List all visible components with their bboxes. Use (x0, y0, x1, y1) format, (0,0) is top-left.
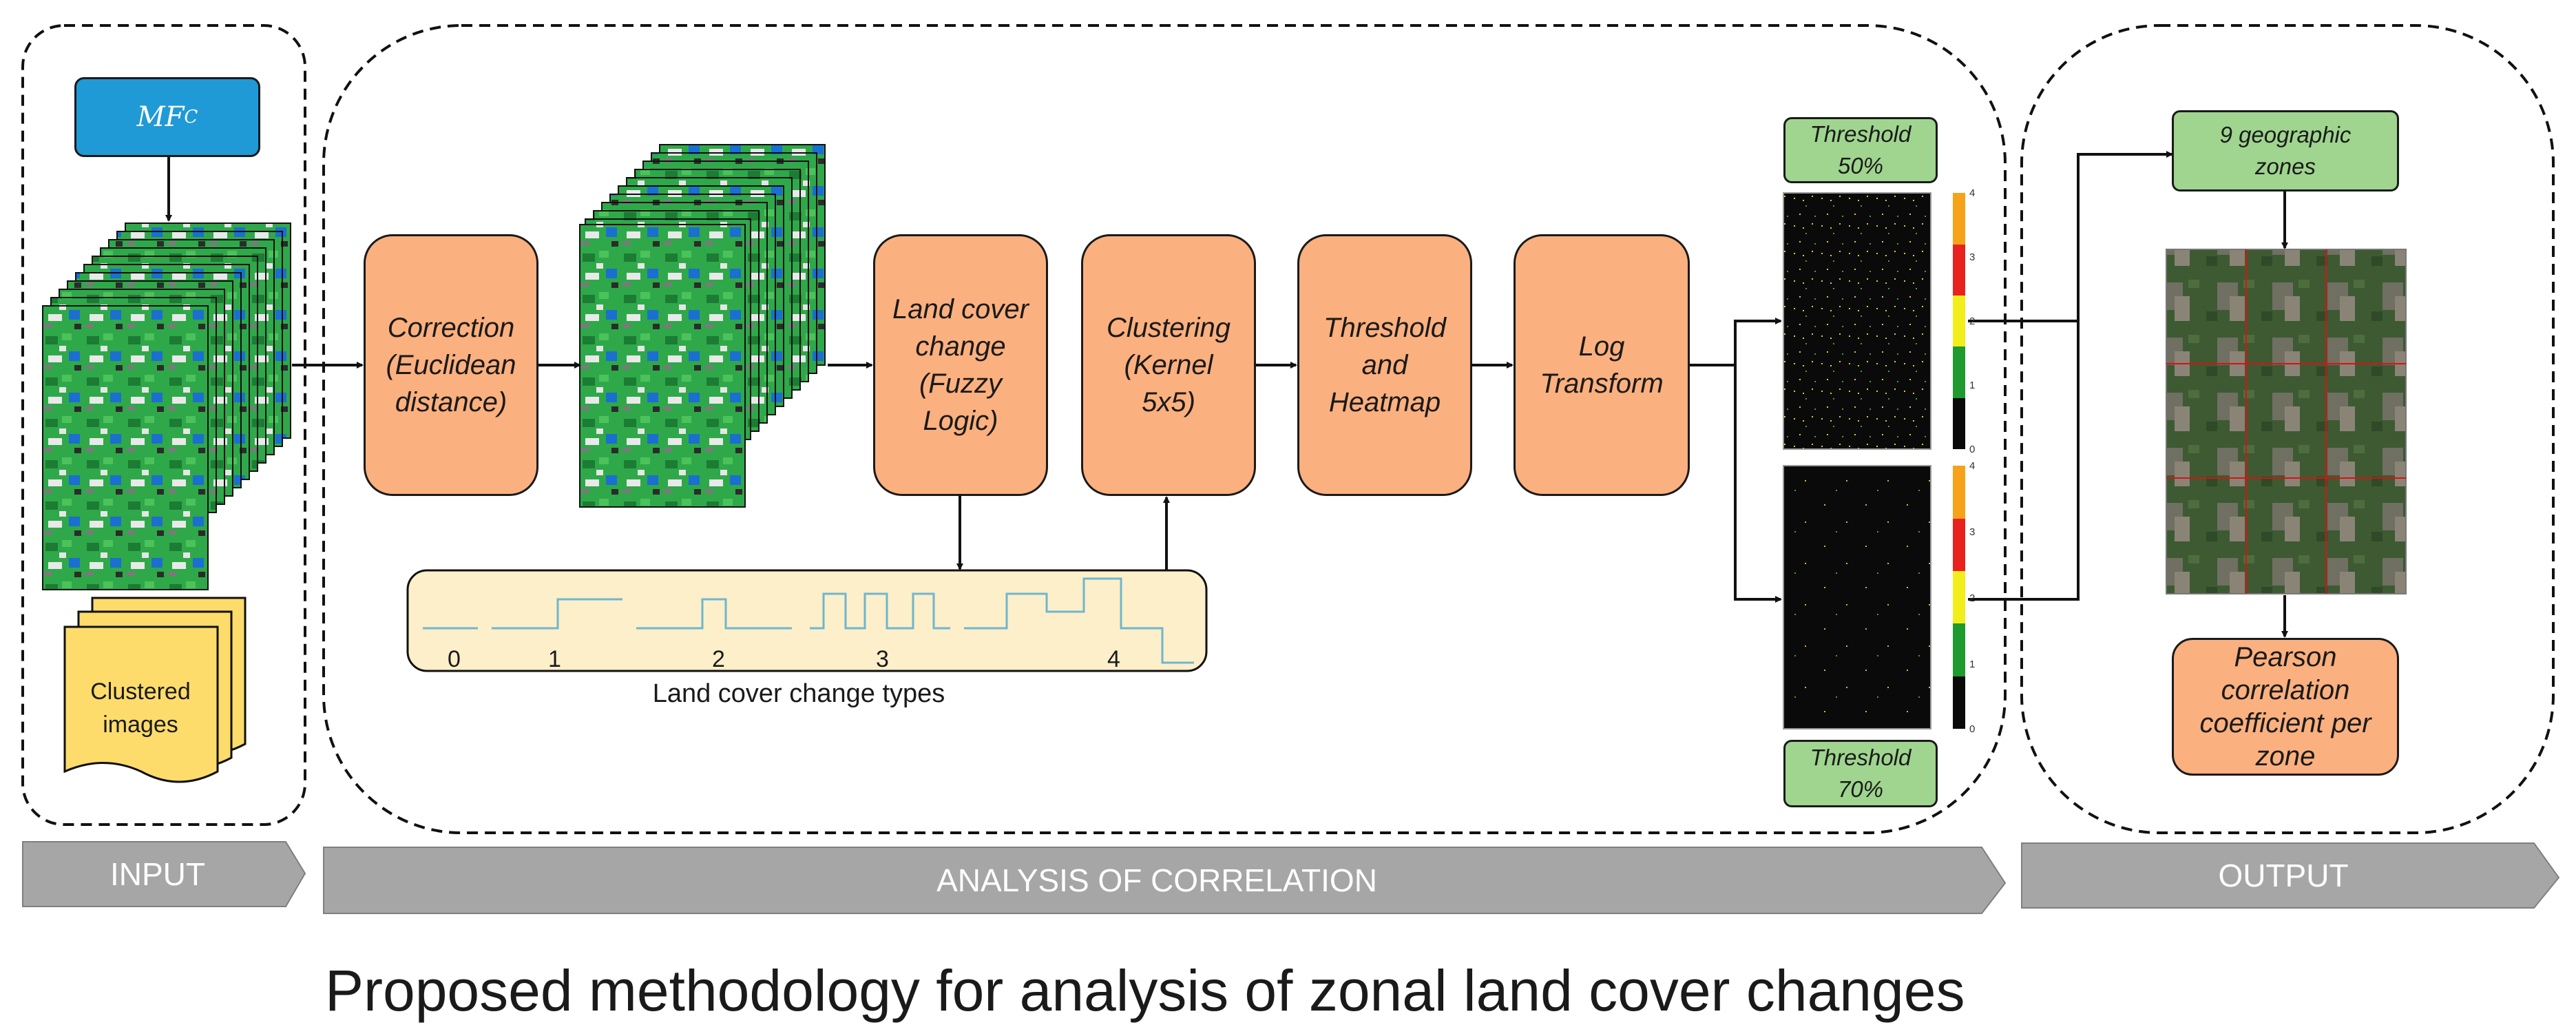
correction-node: Correction (Euclidean distance) (364, 234, 538, 496)
clustered-images-docs (63, 597, 247, 783)
change-types-panel (406, 569, 1208, 672)
corrected-image-stack (579, 144, 826, 508)
flow-arrows (165, 151, 2288, 638)
colorbar-top (1953, 193, 1965, 449)
change-type-tick: 1 (548, 646, 561, 672)
colorbar-tick: 0 (1969, 723, 1976, 735)
colorbar-tick: 2 (1969, 592, 1976, 604)
heatmap-threshold-50 (1783, 192, 1931, 450)
colorbar-tick: 3 (1969, 251, 1976, 263)
threshold-50-node: Threshold 50% (1783, 117, 1938, 183)
change-type-signals (423, 577, 1194, 664)
input-phase-label: INPUT (110, 856, 205, 892)
mf-label: MF (136, 101, 185, 133)
analysis-phase-band (323, 847, 2007, 914)
input-container (21, 24, 306, 826)
colorbar-tick: 1 (1969, 380, 1976, 391)
colorbar-tick: 1 (1969, 659, 1976, 670)
change-type-tick: 3 (876, 646, 889, 672)
colorbar-tick: 3 (1969, 526, 1976, 538)
geographic-zones-node: 9 geographic zones (2172, 110, 2399, 191)
clustered-images-label: Clustered images (90, 679, 191, 738)
change-types-label: Land cover change types (652, 679, 945, 708)
colorbar-tick: 0 (1969, 444, 1976, 455)
output-phase-band (2021, 842, 2560, 909)
input-image-stack (42, 222, 291, 590)
figure-caption: Proposed methodology for analysis of zon… (325, 958, 1965, 1023)
threshold-70-node: Threshold 70% (1783, 740, 1938, 807)
output-container (2020, 24, 2555, 834)
change-type-tick: 2 (712, 646, 725, 672)
satellite-zone-map (2166, 249, 2407, 594)
input-phase-band (22, 841, 306, 907)
analysis-phase-label: ANALYSIS OF CORRELATION (936, 862, 1377, 898)
colorbar-bottom (1953, 466, 1965, 729)
clustering-node: Clustering (Kernel 5x5) (1081, 234, 1256, 496)
colorbar-tick: 4 (1969, 460, 1976, 472)
land-cover-change-node: Land cover change (Fuzzy Logic) (873, 234, 1048, 496)
change-type-tick: 0 (448, 646, 461, 672)
colorbar-tick: 2 (1969, 315, 1976, 327)
output-phase-label: OUTPUT (2218, 858, 2349, 893)
threshold-heatmap-node: Threshold and Heatmap (1297, 234, 1472, 496)
change-type-tick: 4 (1107, 646, 1120, 672)
analysis-container (322, 24, 2007, 834)
pearson-correlation-node: Pearson correlation coefficient per zone (2172, 638, 2399, 776)
mf-subscript: C (184, 107, 198, 127)
colorbar-tick: 4 (1969, 187, 1976, 199)
heatmap-threshold-70 (1783, 465, 1931, 729)
log-transform-node: Log Transform (1514, 234, 1690, 496)
